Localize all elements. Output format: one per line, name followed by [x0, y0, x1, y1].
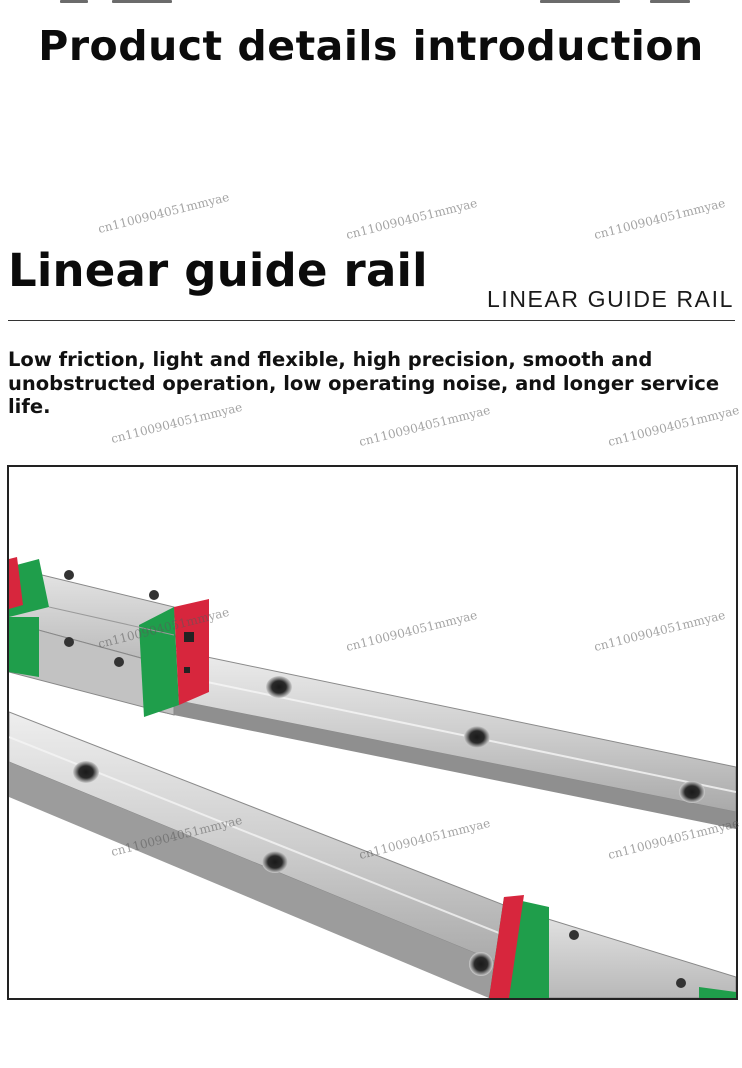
lower-carriage-block: [488, 895, 736, 998]
upper-carriage-block: [9, 557, 209, 717]
product-image: [7, 465, 738, 1000]
upper-rail: [158, 646, 736, 829]
linear-rail-illustration: [9, 557, 736, 998]
divider: [8, 320, 735, 321]
top-image-edge: [0, 0, 742, 6]
watermark: cn1100904051mmyae: [344, 195, 479, 242]
page-title: Product details introduction: [38, 22, 704, 70]
watermark: cn1100904051mmyae: [592, 195, 727, 242]
watermark: cn1100904051mmyae: [96, 189, 231, 236]
product-description: Low friction, light and flexible, high p…: [8, 348, 720, 418]
section-subheading: LINEAR GUIDE RAIL: [486, 286, 734, 312]
section-heading: Linear guide rail: [8, 244, 428, 297]
lower-rail: [9, 711, 510, 998]
